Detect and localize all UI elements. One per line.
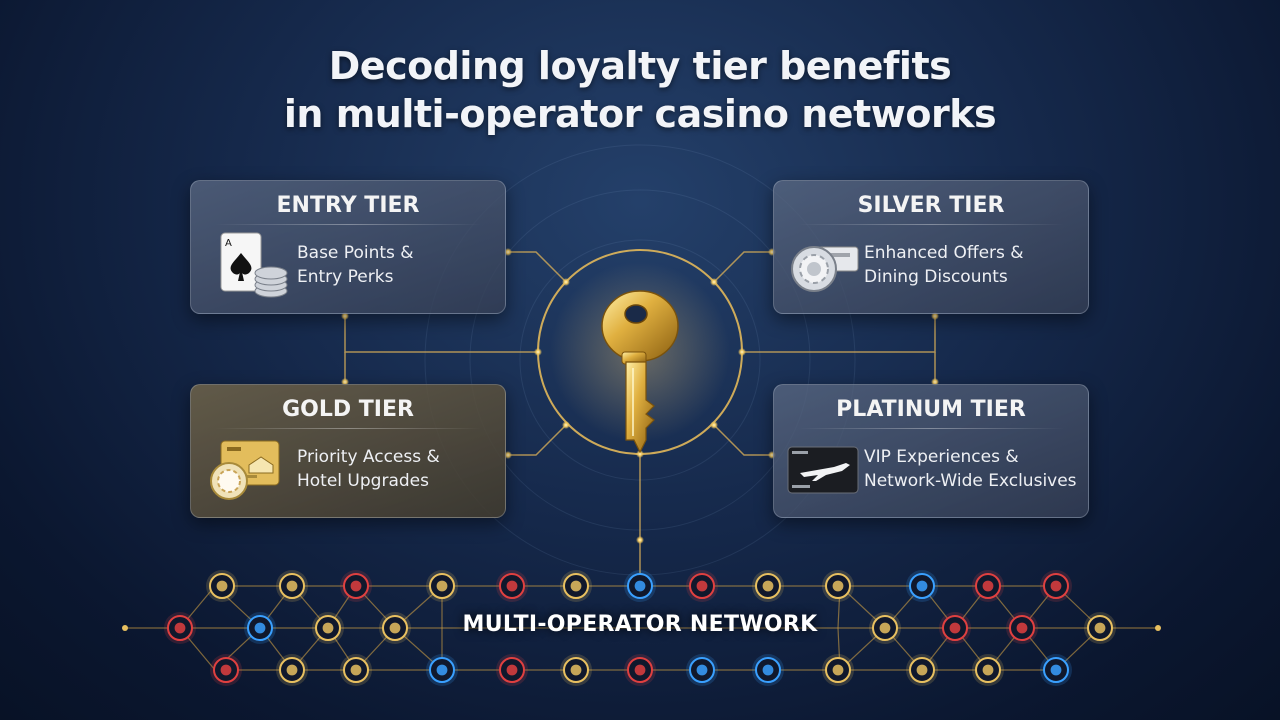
operator-logo-icon bbox=[436, 664, 448, 676]
platinum-tier-title: PLATINUM TIER bbox=[836, 397, 1026, 422]
operator-logo-icon bbox=[696, 580, 708, 592]
operator-logo-icon bbox=[286, 664, 298, 676]
operator-logo-icon bbox=[216, 580, 228, 592]
operator-logo-icon bbox=[696, 664, 708, 676]
entry-tier-card[interactable]: ENTRY TIER A Base Points & Entry Perks bbox=[190, 180, 506, 314]
operator-logo-icon bbox=[1050, 664, 1062, 676]
operator-logo-icon bbox=[879, 622, 891, 634]
operator-logo-icon bbox=[982, 664, 994, 676]
operator-logo-icon bbox=[982, 580, 994, 592]
operator-logo-icon bbox=[436, 580, 448, 592]
playing-card-and-chips-icon: A bbox=[220, 232, 288, 298]
operator-logo-icon bbox=[570, 664, 582, 676]
network-label: MULTI-OPERATOR NETWORK bbox=[462, 612, 818, 637]
platinum-tier-card[interactable]: PLATINUM TIER VIP Experiences & Network-… bbox=[773, 384, 1089, 518]
operator-logo-icon bbox=[506, 664, 518, 676]
operator-logo-icon bbox=[634, 580, 646, 592]
operator-logo-icon bbox=[916, 580, 928, 592]
tier-connectors bbox=[344, 251, 936, 585]
operator-logo-icon bbox=[832, 580, 844, 592]
operator-logo-icon bbox=[254, 622, 266, 634]
gold-card-and-chip-icon bbox=[210, 440, 280, 500]
operator-logo-icon bbox=[286, 580, 298, 592]
gold-tier-benefits: Priority Access & Hotel Upgrades bbox=[297, 447, 440, 491]
gold-tier-card[interactable]: GOLD TIER Priority Access & Hotel Upgrad… bbox=[190, 384, 506, 518]
operator-logo-icon bbox=[1050, 580, 1062, 592]
title-line-1: Decoding loyalty tier benefits bbox=[328, 44, 952, 88]
svg-text:A: A bbox=[225, 238, 232, 249]
silver-tier-card[interactable]: SILVER TIER Enhanced Offers & Dining Dis… bbox=[773, 180, 1089, 314]
operator-logo-icon bbox=[832, 664, 844, 676]
divider bbox=[798, 428, 1064, 429]
operator-logo-icon bbox=[570, 580, 582, 592]
operator-logo-icon bbox=[220, 664, 232, 676]
divider bbox=[215, 428, 481, 429]
operator-logo-icon bbox=[174, 622, 186, 634]
operator-logo-icon bbox=[1094, 622, 1106, 634]
network-end-dot bbox=[122, 625, 128, 631]
operator-logo-icon bbox=[634, 664, 646, 676]
operator-logo-icon bbox=[350, 580, 362, 592]
operator-logo-icon bbox=[389, 622, 401, 634]
operator-logo-icon bbox=[322, 622, 334, 634]
operator-logo-icon bbox=[1016, 622, 1028, 634]
silver-tier-benefits: Enhanced Offers & Dining Discounts bbox=[864, 243, 1024, 287]
operator-logo-icon bbox=[350, 664, 362, 676]
black-card-jet-icon bbox=[787, 446, 859, 494]
gold-tier-title: GOLD TIER bbox=[282, 397, 414, 422]
silver-chip-and-ticket-icon bbox=[791, 246, 859, 292]
page-title: Decoding loyalty tier benefits in multi-… bbox=[0, 42, 1280, 138]
divider bbox=[215, 224, 481, 225]
platinum-tier-benefits: VIP Experiences & Network-Wide Exclusive… bbox=[864, 447, 1077, 491]
operator-logo-icon bbox=[762, 664, 774, 676]
divider bbox=[798, 224, 1064, 225]
silver-tier-title: SILVER TIER bbox=[857, 193, 1005, 218]
operator-logo-icon bbox=[949, 622, 961, 634]
network-nodes bbox=[122, 570, 1161, 686]
operator-logo-icon bbox=[506, 580, 518, 592]
title-line-2: in multi-operator casino networks bbox=[283, 92, 997, 136]
operator-logo-icon bbox=[916, 664, 928, 676]
entry-tier-benefits: Base Points & Entry Perks bbox=[297, 243, 414, 287]
operator-logo-icon bbox=[762, 580, 774, 592]
entry-tier-title: ENTRY TIER bbox=[276, 193, 420, 218]
golden-key-icon bbox=[601, 290, 679, 454]
network-end-dot bbox=[1155, 625, 1161, 631]
